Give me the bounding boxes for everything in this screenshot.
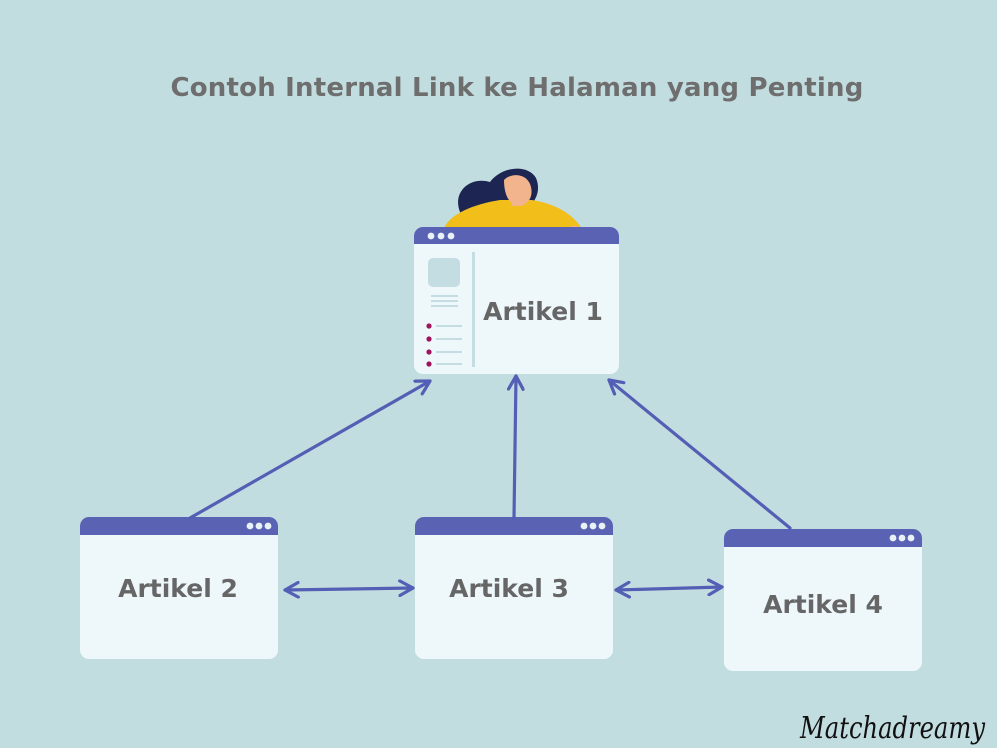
edge-artikel-4-to-artikel-1 <box>609 380 792 530</box>
edge-artikel-2-to-artikel-1 <box>188 381 430 520</box>
node-artikel-3: Artikel 3 <box>415 517 613 659</box>
node-artikel-2: Artikel 2 <box>80 517 278 659</box>
window-dots-icon <box>246 522 272 530</box>
window-dots-icon <box>427 232 455 240</box>
edge-artikel-3-artikel-4 <box>616 587 722 590</box>
window-body <box>414 227 619 374</box>
window-header <box>80 517 278 535</box>
window-body <box>415 517 613 659</box>
edges <box>188 376 792 590</box>
sidebar-wireframe <box>426 252 475 367</box>
edge-artikel-3-to-artikel-1 <box>514 376 516 520</box>
node-label-artikel-1: Artikel 1 <box>483 297 603 326</box>
node-label-artikel-2: Artikel 2 <box>118 574 238 603</box>
node-artikel-4: Artikel 4 <box>724 529 922 671</box>
signature: Matchadreamy <box>799 711 986 746</box>
window-header <box>415 517 613 535</box>
node-label-artikel-4: Artikel 4 <box>763 590 883 619</box>
window-header <box>724 529 922 547</box>
person-illustration <box>444 168 588 244</box>
window-dots-icon <box>889 534 915 542</box>
node-artikel-1: Artikel 1 <box>414 227 619 374</box>
window-header <box>414 227 619 244</box>
window-dots-icon <box>580 522 606 530</box>
window-body <box>724 529 922 671</box>
node-label-artikel-3: Artikel 3 <box>449 574 569 603</box>
edge-artikel-2-artikel-3 <box>285 588 413 590</box>
window-body <box>80 517 278 659</box>
diagram-title: Contoh Internal Link ke Halaman yang Pen… <box>170 73 864 103</box>
